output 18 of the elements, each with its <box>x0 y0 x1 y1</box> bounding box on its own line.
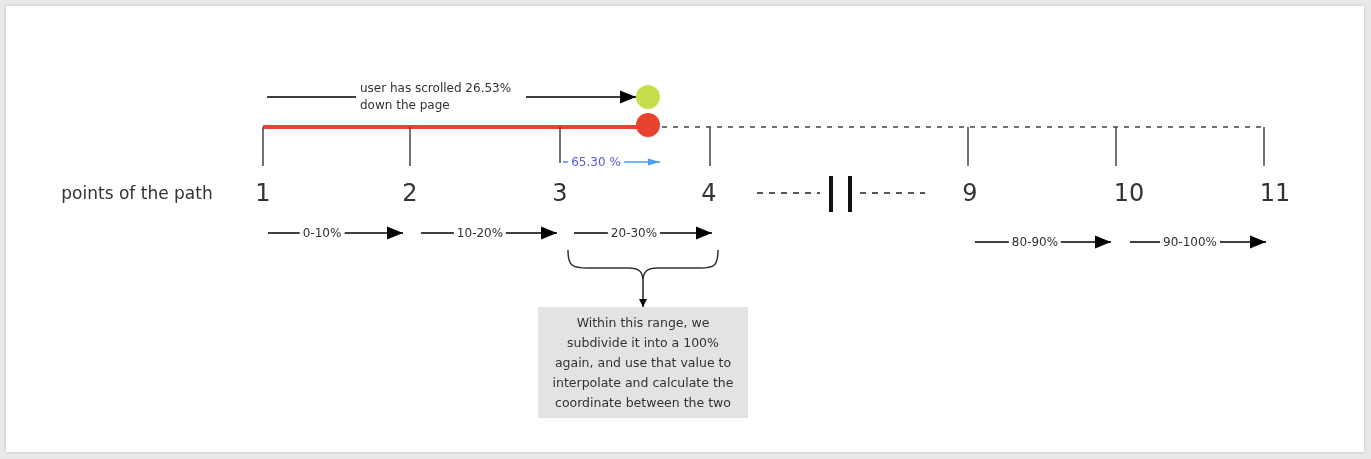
percentage-label: 65.30 % <box>568 155 624 169</box>
edge-label: user has scrolled 26.53% down the page <box>356 80 526 114</box>
range-label: 90-100% <box>1160 235 1220 249</box>
point-number: 9 <box>962 179 978 207</box>
point-number: 1 <box>255 179 271 207</box>
position-marker <box>636 85 660 109</box>
point-number: 10 <box>1113 179 1145 207</box>
point-number: 11 <box>1259 179 1291 207</box>
range-label: 20-30% <box>607 226 661 240</box>
range-label: 0-10% <box>299 226 345 240</box>
range-label: 80-90% <box>1008 235 1062 249</box>
arrow <box>639 281 647 308</box>
note-box: Within this range, we subdivide it into a 100% again, and use that value to interpolate and calculate the coordinate between the two <box>538 307 748 418</box>
point-number: 4 <box>701 179 717 207</box>
axis-label: points of the path <box>61 183 213 203</box>
point-number: 3 <box>552 179 568 207</box>
range-label: 10-20% <box>453 226 507 240</box>
point-number: 2 <box>402 179 418 207</box>
